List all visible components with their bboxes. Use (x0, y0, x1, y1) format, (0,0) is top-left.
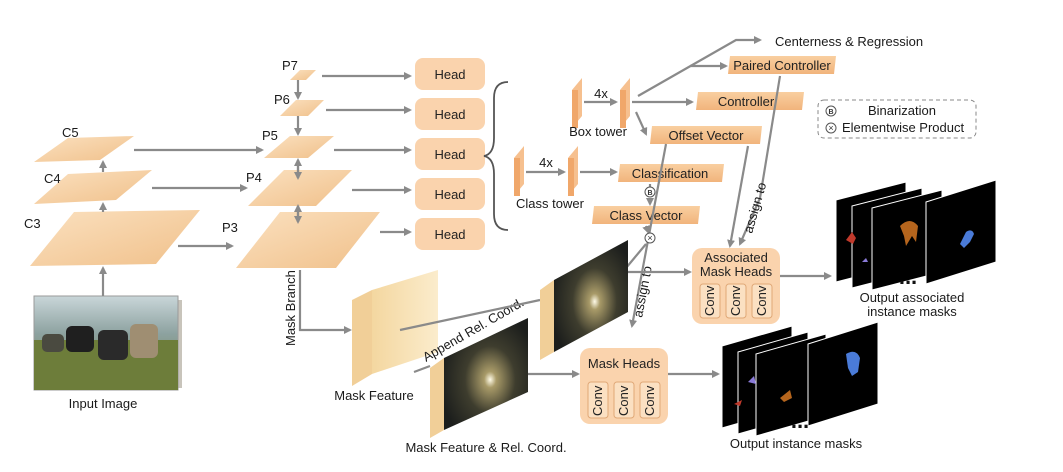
append-line-2 (413, 364, 431, 374)
c4-feature-map (34, 170, 152, 204)
mask-heads (580, 348, 668, 424)
p5-label: P5 (262, 128, 278, 143)
fpn-to-head-arrows (322, 72, 412, 236)
class-tower-multiplier: 4x (539, 155, 553, 170)
associated-mask-heads (692, 248, 780, 324)
classification-label: Classification (632, 166, 709, 181)
instance-ellipsis: ... (791, 408, 809, 433)
head-box-p5 (415, 138, 485, 170)
head-label: Head (434, 67, 465, 82)
head-box-p4 (415, 178, 485, 210)
mask-branch-arrow (298, 270, 352, 334)
p4-label: P4 (246, 170, 262, 185)
input-image (33, 295, 182, 391)
backbone-arrows (99, 80, 302, 296)
assign-to-label: assign to (740, 181, 769, 235)
binarization-icon (644, 186, 656, 198)
head-label: Head (434, 147, 465, 162)
associated-ellipsis: ... (899, 264, 917, 289)
legend-product-label: Elementwise Product (842, 120, 964, 135)
p5-feature-map (264, 136, 334, 158)
associated-heads-title-2: Mask Heads (700, 264, 773, 279)
output-instance-label: Output instance masks (730, 436, 863, 451)
output-instance-masks (721, 321, 879, 437)
class-vector-label: Class Vector (610, 208, 684, 223)
head-box-p3 (415, 218, 485, 250)
append-line (399, 298, 541, 332)
binarization-symbol: B (647, 190, 652, 197)
brace (483, 81, 509, 231)
c5-feature-map (34, 136, 134, 162)
centerness-label: Centerness & Regression (775, 34, 923, 49)
p6-label: P6 (274, 92, 290, 107)
output-associated-label-2: instance masks (867, 304, 957, 319)
head-detail-arrows (615, 36, 782, 328)
controller-label: Controller (718, 94, 775, 109)
input-image-label: Input Image (69, 396, 138, 411)
legend-binarization-label: Binarization (868, 103, 936, 118)
mask-branch-label: Mask Branch (283, 270, 298, 346)
conv-label: Conv (590, 385, 605, 416)
elementwise-product-icon (644, 232, 656, 244)
mask-feature-label: Mask Feature (334, 388, 413, 403)
box-tower-label: Box tower (569, 124, 627, 139)
box-tower (572, 78, 694, 128)
mask-heads-title: Mask Heads (588, 356, 661, 371)
conv-label: Conv (616, 385, 631, 416)
conv-label: Conv (642, 385, 657, 416)
output-associated-label-1: Output associated (860, 290, 965, 305)
p7-label: P7 (282, 58, 298, 73)
product-symbol: × (647, 233, 652, 243)
c4-label: C4 (44, 171, 61, 186)
coord-mask-feature (430, 318, 528, 438)
head-label: Head (434, 187, 465, 202)
c3-label: C3 (24, 216, 41, 231)
output-associated-masks (835, 179, 997, 291)
associated-mask-feature (540, 240, 628, 360)
c3-feature-map (30, 210, 200, 266)
mask-feature-map (352, 270, 438, 386)
legend-product-symbol: × (828, 123, 833, 133)
legend-binarization-symbol: B (828, 109, 833, 116)
p6-feature-map (280, 100, 324, 116)
classification-bar (618, 164, 724, 182)
p7-feature-map (290, 70, 316, 80)
p3-label: P3 (222, 220, 238, 235)
paired-controller-label: Paired Controller (733, 58, 831, 73)
class-tower-label: Class tower (516, 196, 585, 211)
c5-label: C5 (62, 125, 79, 140)
box-tower-multiplier: 4x (594, 86, 608, 101)
head-box-p7 (415, 58, 485, 90)
head-label: Head (434, 227, 465, 242)
legend (817, 99, 977, 139)
associated-heads-title-1: Associated (704, 250, 768, 265)
p4-feature-map (248, 170, 352, 206)
mask-feature-coord-label: Mask Feature & Rel. Coord. (405, 440, 566, 455)
conv-label: Conv (754, 285, 769, 316)
head-column: Head Head Head Head Head (415, 58, 485, 250)
conv-label: Conv (728, 285, 743, 316)
conv-label: Conv (702, 285, 717, 316)
head-label: Head (434, 107, 465, 122)
p3-feature-map (236, 212, 380, 268)
class-vector-bar (592, 206, 700, 224)
head-box-p6 (415, 98, 485, 130)
offset-vector-bar (650, 126, 762, 144)
offset-vector-label: Offset Vector (669, 128, 745, 143)
class-tower (514, 146, 618, 196)
paired-controller-bar (728, 56, 836, 74)
